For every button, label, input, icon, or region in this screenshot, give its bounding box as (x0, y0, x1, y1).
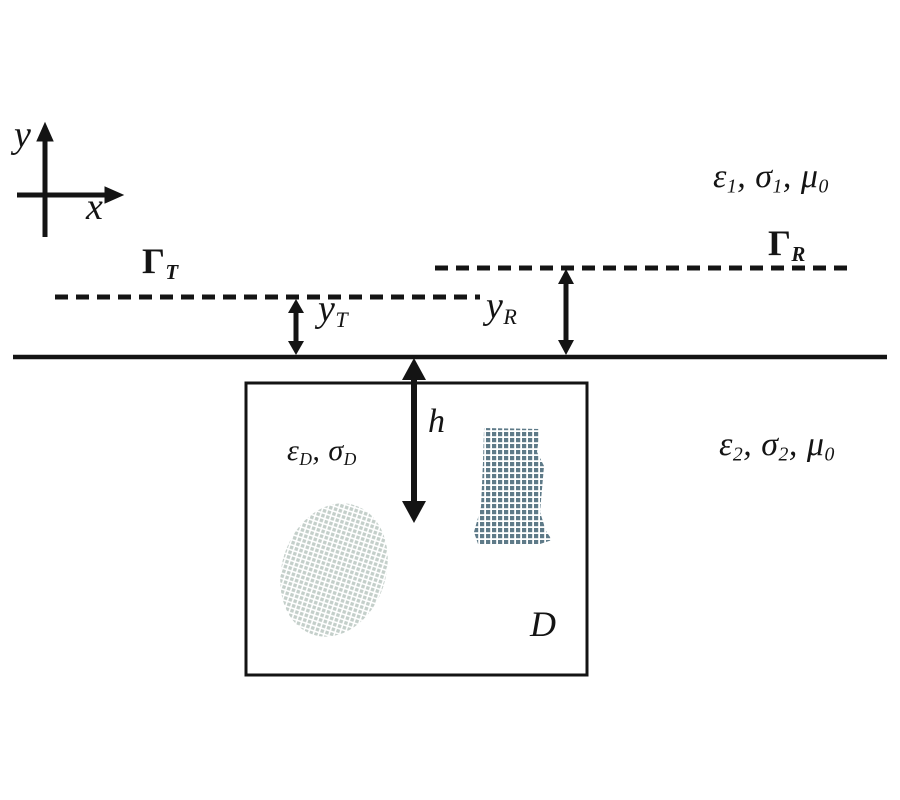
sigma-D-subscript: D (343, 448, 357, 469)
gamma-R-subscript: R (791, 241, 806, 266)
buried-object-right (474, 428, 552, 544)
sigma-2-subscript: 2 (778, 443, 789, 466)
upper-medium-label: ε1, σ1, μ0 (713, 158, 829, 197)
mu-0-symbol: μ (800, 158, 819, 195)
domain-medium-label: εD, σD (287, 434, 357, 469)
epsilon-2-subscript: 2 (732, 443, 744, 466)
sigma-D-symbol: σ (328, 434, 344, 467)
gamma-T-subscript: T (165, 259, 179, 284)
gamma-symbol: Γ (142, 241, 166, 281)
y-R-subscript: R (503, 304, 518, 330)
y-T-subscript: T (335, 307, 349, 333)
lower-medium-label: ε2, σ2, μ0 (719, 426, 835, 465)
separator: , (737, 158, 756, 195)
mu-0-subscript: 0 (824, 443, 835, 466)
epsilon-1-symbol: ε (713, 158, 727, 195)
separator: , (312, 434, 329, 467)
epsilon-2-symbol: ε (719, 426, 733, 463)
mu-0-subscript: 0 (818, 175, 829, 198)
x-axis-label: x (86, 186, 104, 228)
transmitter-height-label: yT (318, 288, 348, 331)
epsilon-D-subscript: D (299, 448, 313, 469)
gamma-symbol: Γ (768, 223, 792, 263)
coordinate-axes (17, 121, 125, 237)
receiver-height-label: yR (486, 285, 517, 328)
domain-label: D (530, 604, 557, 644)
sigma-1-symbol: σ (755, 158, 773, 195)
y-t-dimension-arrow (288, 299, 304, 355)
sigma-1-subscript: 1 (772, 175, 783, 198)
y-axis-label: y (14, 114, 32, 156)
sigma-2-symbol: σ (761, 426, 779, 463)
epsilon-D-symbol: ε (287, 434, 300, 467)
separator: , (782, 158, 801, 195)
y-axis-arrowhead-icon (36, 121, 54, 142)
separator: , (743, 426, 762, 463)
mu-0-symbol: μ (806, 426, 825, 463)
y-r-dimension-arrow (558, 269, 574, 355)
h-dimension-arrow (402, 358, 426, 523)
y-symbol: y (486, 285, 504, 327)
depth-label: h (428, 403, 446, 440)
separator: , (788, 426, 807, 463)
buried-object-left (280, 503, 388, 637)
x-axis-arrowhead-icon (104, 186, 125, 204)
transmitter-line-label: ΓT (142, 241, 179, 282)
receiver-line-label: ΓR (768, 223, 806, 264)
y-symbol: y (318, 288, 336, 330)
epsilon-1-subscript: 1 (726, 175, 738, 198)
